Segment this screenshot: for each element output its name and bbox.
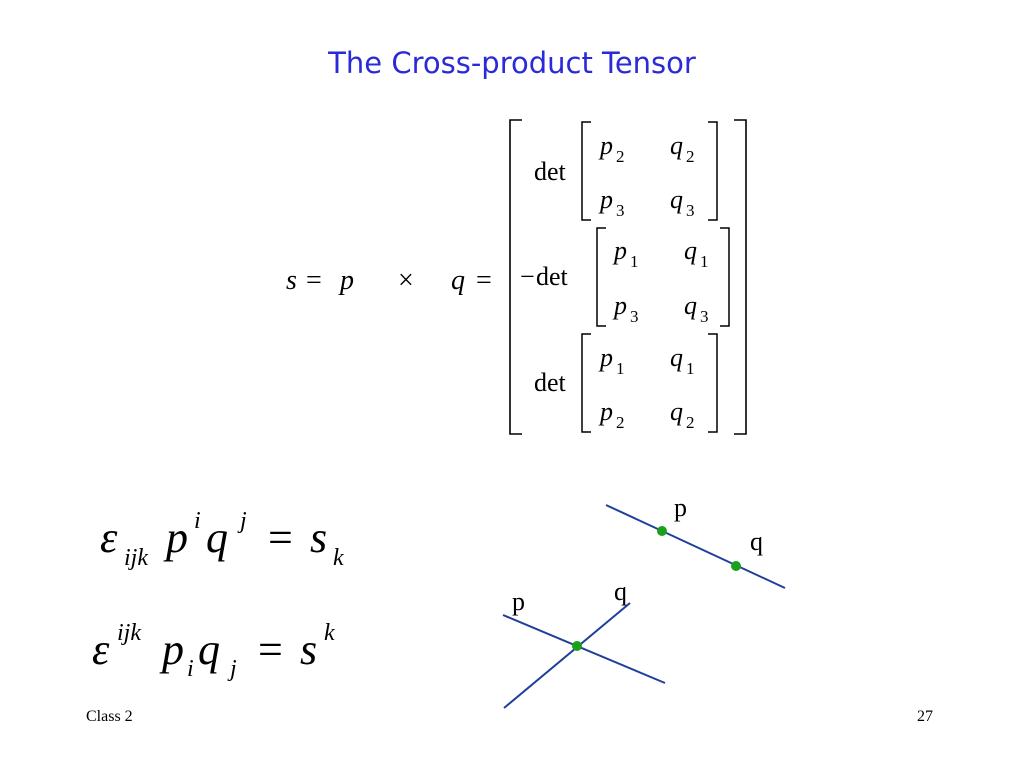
eq-times: × xyxy=(398,265,414,296)
row3-b: q xyxy=(670,343,683,372)
row3-d: q xyxy=(670,397,683,426)
row1-det: det xyxy=(534,157,567,186)
eq2-s-index: k xyxy=(324,620,335,646)
row2-det: det xyxy=(536,262,569,291)
eq2-p-index: i xyxy=(187,656,194,682)
row1-b: q xyxy=(670,131,683,160)
row1-a: p xyxy=(598,131,613,160)
eq2-epsilon: ε xyxy=(92,625,110,674)
row3-c: p xyxy=(598,397,613,426)
eq1-p-index: i xyxy=(194,508,201,534)
line-p xyxy=(502,614,666,684)
label-p-top: p xyxy=(674,493,687,522)
row2-minus: − xyxy=(520,262,535,291)
line-through-points xyxy=(605,504,786,589)
row3-a-sub: 1 xyxy=(616,359,625,378)
eq1-epsilon: ε xyxy=(100,513,118,562)
point-p xyxy=(657,526,667,536)
row3-d-sub: 2 xyxy=(686,413,695,432)
eq-s: s xyxy=(286,265,297,296)
eq1-s: s xyxy=(310,513,327,562)
line-q xyxy=(503,602,631,709)
row1-d: q xyxy=(670,185,683,214)
eq-p: p xyxy=(338,265,354,296)
row3-a: p xyxy=(598,343,613,372)
eq2-q: q xyxy=(198,625,220,674)
row2-a: p xyxy=(612,236,627,265)
eq-equals-2: = xyxy=(476,265,492,296)
outer-bracket xyxy=(509,119,747,435)
eq1-epsilon-index: ijk xyxy=(124,545,148,571)
eq-q: q xyxy=(451,265,465,296)
row2-d-sub: 3 xyxy=(700,307,709,326)
eq2-p: p xyxy=(159,625,184,674)
row2-b: q xyxy=(684,236,697,265)
point-q xyxy=(731,561,741,571)
label-p-bottom: p xyxy=(512,587,525,616)
page-number: 27 xyxy=(917,708,933,725)
eq-equals-1: = xyxy=(306,265,322,296)
footer-class-label: Class 2 xyxy=(86,708,133,725)
row3-bracket xyxy=(581,333,718,433)
label-q-top: q xyxy=(750,527,763,556)
eq1-p: p xyxy=(163,513,188,562)
tensor-equation-lower: ε ijk p i q j = s k xyxy=(100,508,344,571)
eq2-s: s xyxy=(300,625,317,674)
slide-title: The Cross-product Tensor xyxy=(328,46,696,80)
row3-b-sub: 1 xyxy=(686,359,695,378)
tensor-equation-upper: ε ijk p i q j = s k xyxy=(92,620,335,682)
eq2-equals: = xyxy=(258,625,283,674)
row2-c-sub: 3 xyxy=(630,307,639,326)
row1-c-sub: 3 xyxy=(616,201,625,220)
row1-bracket xyxy=(581,121,718,221)
row3-det: det xyxy=(534,368,567,397)
row1-c: p xyxy=(598,185,613,214)
eq1-equals: = xyxy=(268,513,293,562)
row2-c: p xyxy=(612,291,627,320)
eq1-s-index: k xyxy=(333,545,344,571)
row2-d: q xyxy=(684,291,697,320)
row1-b-sub: 2 xyxy=(686,147,695,166)
intersection-point xyxy=(572,641,582,651)
row3-c-sub: 2 xyxy=(616,413,625,432)
row1-a-sub: 2 xyxy=(616,147,625,166)
label-q-bottom: q xyxy=(614,577,627,606)
eq1-q-index: j xyxy=(237,508,247,534)
row2-a-sub: 1 xyxy=(630,252,639,271)
eq2-epsilon-index: ijk xyxy=(117,620,141,646)
line-point-diagram: p q p q xyxy=(502,493,786,709)
eq1-q: q xyxy=(206,513,228,562)
row2-b-sub: 1 xyxy=(700,252,709,271)
row2-bracket xyxy=(596,227,730,327)
row1-d-sub: 3 xyxy=(686,201,695,220)
eq2-q-index: j xyxy=(227,656,237,682)
